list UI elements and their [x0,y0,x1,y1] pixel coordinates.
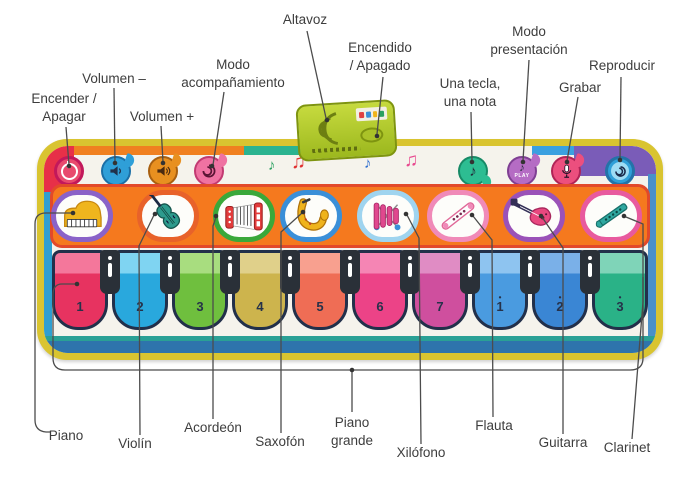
label-speaker: Altavoz [282,12,328,28]
deco-note-icon: ♪ [364,155,372,172]
guitar-icon [510,198,552,226]
mat-surface: ♪ ♪ PLAY ♪ [44,146,656,353]
key-3-high: •3 [592,250,648,330]
one-key-one-note-icon: ♪ [469,162,477,180]
sharp-key [340,250,360,294]
label-power-toggle: Encender /Apagar [31,91,97,124]
instrument-accordion [213,190,275,242]
label-xylophone: Xilófono [396,445,446,461]
volume-down-icon [110,166,122,176]
accordion-icon [225,202,263,231]
piano-mat: ♪ ♪ PLAY ♪ [37,139,663,360]
label-on-off: Encendido/ Apagado [348,40,412,73]
volume-up-icon [157,166,171,176]
mat-edge-orange [68,146,244,155]
label-play: Reproducir [588,58,656,74]
label-violin: Violín [118,436,152,452]
label-flute: Flauta [475,418,513,434]
sharp-key [160,250,180,294]
label-one-key-one-note: Una tecla,una nota [439,76,501,109]
one-key-one-note-button: ♪ [458,156,493,190]
microphone-icon [561,164,571,178]
flute-icon [441,202,475,230]
xylophone-icon [373,202,401,231]
unit-label-sticker [355,106,388,122]
label-piano: Piano [48,428,84,444]
play-button [605,156,635,186]
power-button [54,156,84,186]
volume-up-button [148,152,183,186]
speaker-unit [295,99,398,162]
instrument-violin [137,190,199,242]
instrument-flute [427,190,489,242]
label-guitar: Guitarra [538,435,588,451]
label-saxophone: Saxofón [255,434,305,450]
mat-edge-right [648,174,656,344]
label-volume-down: Volumen – [82,71,146,87]
instrument-guitar [503,190,565,242]
play-icon [611,162,629,180]
sharp-key [220,250,240,294]
record-button [551,152,586,186]
label-clarinet: Clarinet [603,440,651,456]
demo-play-icon: ♪ [519,162,525,174]
piano-icon [64,200,102,228]
unit-power-button [359,126,384,144]
sharp-key [100,250,120,294]
power-icon [60,160,78,180]
sharp-key [400,250,420,294]
instrument-xylophone [357,190,419,242]
accompaniment-icon [202,164,216,178]
deco-note-icon: ♫ [404,150,419,171]
saxophone-icon [297,198,329,231]
label-record: Grabar [558,80,602,96]
sharp-key [520,250,540,294]
violin-icon [148,195,181,229]
clarinet-icon [595,203,628,228]
sharp-key [580,250,600,294]
deco-note-icon: ♪ [268,157,276,174]
volume-down-button [101,152,136,186]
mat-edge-blue-patch [532,146,574,155]
demo-mode-button: ♪ PLAY [507,152,542,186]
label-accordion: Acordeón [184,420,242,436]
mat-edge-bottom-blue [44,341,656,353]
sharp-key [460,250,480,294]
accompaniment-mode-button [194,152,229,186]
mat-edge-teal [244,146,318,155]
instrument-piano [51,190,113,242]
instrument-clarinet [580,190,642,242]
label-volume-up: Volumen + [129,109,195,125]
sharp-key [280,250,300,294]
instrument-saxophone [280,190,342,242]
demo-play-label: PLAY [514,173,530,179]
